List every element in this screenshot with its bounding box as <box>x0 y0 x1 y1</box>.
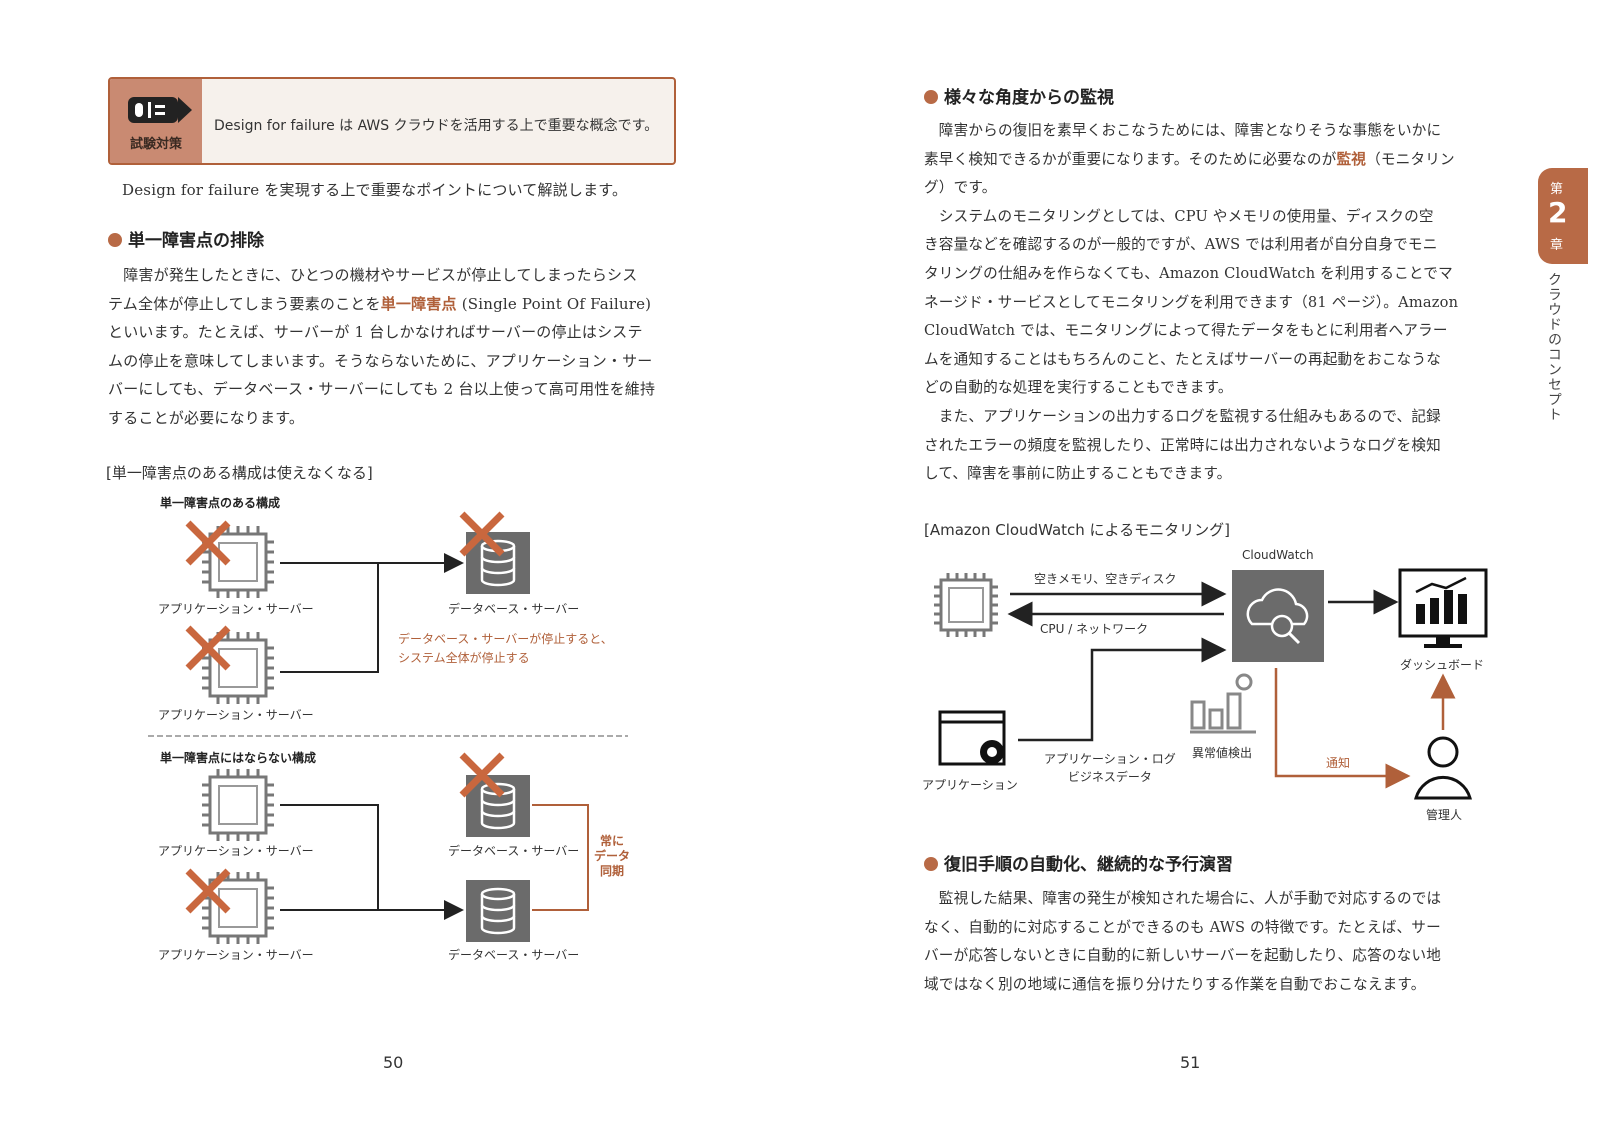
config2-title: 単一障害点にはならない構成 <box>160 751 317 765</box>
dashboard-label: ダッシュボード <box>1400 658 1485 672</box>
right-page: 様々な角度からの監視 障害からの復旧を素早くおこなうためには、障害となりそうな事… <box>800 0 1600 1135</box>
db-server-label: データベース・サーバー <box>448 844 580 858</box>
tip-text: Design for failure は AWS クラウドを活用する上で重要な概… <box>214 118 659 134</box>
application-window-icon <box>938 710 1006 766</box>
application-label: アプリケーション <box>922 778 1018 792</box>
config1-title: 単一障害点のある構成 <box>160 496 281 510</box>
monitoring-paragraph: 障害からの復旧を素早くおこなうためには、障害となりそうな事態をいかに 素早く検知… <box>924 122 1459 483</box>
arrow-top-label: 空きメモリ、空きディスク <box>1034 572 1177 586</box>
anomaly-detection-icon <box>1190 673 1256 734</box>
db-server-label: データベース・サーバー <box>448 602 580 616</box>
highlight-term: 監視 <box>1336 150 1367 168</box>
spof-paragraph: 障害が発生したときに、ひとつの機材やサービスが停止してしまったらシス テム全体が… <box>108 266 656 427</box>
automation-paragraph: 監視した結果、障害の発生が検知された場合に、人が手動で対応するのでは なく、自動… <box>924 890 1442 993</box>
failure-note: データベース・サーバーが停止すると、 システム全体が停止する <box>398 632 613 665</box>
page-number-right: 51 <box>1180 1053 1201 1072</box>
app-server-label: アプリケーション・サーバー <box>158 708 314 722</box>
section-heading-monitoring: 様々な角度からの監視 <box>924 83 1114 108</box>
page-number-left: 50 <box>383 1053 404 1072</box>
section-heading-spof: 単一障害点の排除 <box>108 226 264 251</box>
chapter-title-vertical: クラウドのコンセプト <box>1546 272 1562 422</box>
figure-caption: [Amazon CloudWatch によるモニタリング] <box>924 521 1230 539</box>
cloudwatch-diagram <box>934 568 1488 800</box>
app-server-label: アプリケーション・サーバー <box>158 844 314 858</box>
chapter-tab: 第 2 章 <box>1538 168 1588 264</box>
spof-diagram <box>148 0 628 946</box>
app-server-label: アプリケーション・サーバー <box>158 602 314 616</box>
tip-badge: 試験対策 <box>110 79 202 163</box>
cloudwatch-label: CloudWatch <box>1242 548 1314 562</box>
failure-x-icon <box>188 871 228 911</box>
tip-label: 試験対策 <box>129 137 182 152</box>
bullet-dot-icon <box>924 857 938 871</box>
anomaly-label: 異常値検出 <box>1192 746 1253 760</box>
notify-label: 通知 <box>1326 756 1351 770</box>
dashboard-monitor-icon <box>1398 568 1488 648</box>
server-chip-icon <box>934 573 998 637</box>
bullet-dot-icon <box>108 233 122 247</box>
log-label: アプリケーション・ログ ビジネスデータ <box>1044 752 1176 784</box>
left-page: 試験対策 Design for failure は AWS クラウドを活用する上… <box>106 0 676 1072</box>
app-server-label: アプリケーション・サーバー <box>158 948 314 962</box>
highlight-term: 単一障害点 <box>380 294 457 313</box>
admin-person-icon <box>1414 736 1472 800</box>
figure-caption: [単一障害点のある構成は使えなくなる] <box>106 464 373 482</box>
section-heading-automation: 復旧手順の自動化、継続的な予行演習 <box>924 850 1233 875</box>
intro-text: Design for failure を実現する上で重要なポイントについて解説し… <box>122 181 628 199</box>
sync-label: 常に データ 同期 <box>594 834 631 878</box>
app-server-chip-icon <box>200 767 276 843</box>
database-icon <box>464 878 532 944</box>
bullet-dot-icon <box>924 90 938 104</box>
arrow-bottom-label: CPU / ネットワーク <box>1040 622 1149 636</box>
db-server-label: データベース・サーバー <box>448 948 580 962</box>
exam-tip-box: 試験対策 Design for failure は AWS クラウドを活用する上… <box>108 77 676 165</box>
admin-label: 管理人 <box>1426 808 1463 822</box>
cloudwatch-icon <box>1232 570 1324 662</box>
pencil-icon <box>128 97 192 123</box>
